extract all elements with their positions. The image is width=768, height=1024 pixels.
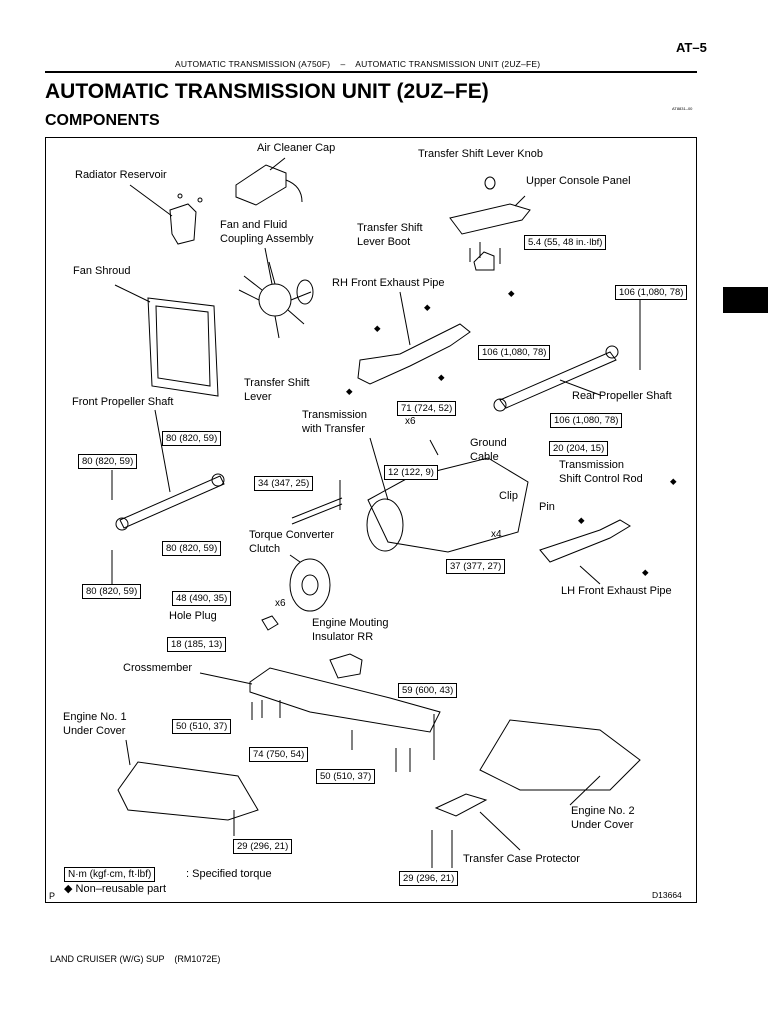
- torque-box: 106 (1,080, 78): [615, 285, 688, 300]
- torque-box: 71 (724, 52): [397, 401, 457, 416]
- label-lh-exhaust: LH Front Exhaust Pipe: [561, 585, 672, 597]
- torque-box: 12 (122, 9): [384, 465, 438, 480]
- hole-plug-drawing: [261, 615, 279, 631]
- multiplier-label: x6: [275, 598, 286, 609]
- torque-box: 48 (490, 35): [172, 591, 232, 606]
- label-upper-console: Upper Console Panel: [526, 175, 631, 187]
- label-radiator-reservoir: Radiator Reservoir: [75, 169, 167, 181]
- corner-marker: P: [49, 891, 56, 901]
- crossmember-drawing: [199, 667, 441, 733]
- section-subtitle: COMPONENTS: [45, 112, 160, 129]
- engine-cover-2-drawing: [479, 719, 641, 806]
- label-front-prop: Front Propeller Shaft: [72, 396, 174, 408]
- legend-unit-text: : Specified torque: [186, 868, 272, 880]
- page-footer: LAND CRUISER (W/G) SUP (RM1072E): [50, 954, 221, 964]
- transfer-lever-drawing: [291, 480, 343, 525]
- nonreusable-marker: ◆: [346, 386, 353, 396]
- torque-box: 106 (1,080, 78): [550, 413, 623, 428]
- nonreusable-marker: ◆: [438, 372, 445, 382]
- legend-unit-box: N·m (kgf·cm, ft·lbf): [64, 867, 156, 882]
- torque-box: 34 (347, 25): [254, 476, 314, 491]
- nonreusable-marker: ◆: [374, 323, 381, 333]
- torque-box: 80 (820, 59): [78, 454, 138, 469]
- air-cleaner-cap-drawing: [235, 157, 303, 206]
- running-header: AUTOMATIC TRANSMISSION (A750F) – AUTOMAT…: [175, 59, 541, 69]
- label-engine-cover-1: Engine No. 1 Under Cover: [63, 711, 127, 737]
- label-engine-insulator: Engine Mouting Insulator RR: [312, 617, 389, 643]
- torque-box: 80 (820, 59): [82, 584, 142, 599]
- transfer-protector-drawing: [431, 793, 521, 868]
- rear-prop-shaft-drawing: [493, 300, 641, 412]
- engine-cover-1-drawing: [117, 739, 259, 821]
- label-torque-converter: Torque Converter Clutch: [249, 529, 334, 555]
- bolt-stack-drawing: [233, 700, 435, 836]
- front-prop-shaft-drawing: [111, 409, 225, 585]
- torque-box: 80 (820, 59): [162, 541, 222, 556]
- nonreusable-marker: ◆: [670, 476, 677, 486]
- label-control-rod: Transmission Shift Control Rod: [559, 459, 643, 485]
- diagram-frame: [45, 137, 697, 903]
- label-clip: Clip: [499, 490, 518, 502]
- fan-drawing: [238, 247, 314, 339]
- fan-shroud-drawing: [114, 284, 219, 397]
- torque-box: 29 (296, 21): [233, 839, 293, 854]
- insulator-drawing: [329, 653, 363, 679]
- label-rh-exhaust: RH Front Exhaust Pipe: [332, 277, 445, 289]
- header-rule: [45, 71, 697, 73]
- label-crossmember: Crossmember: [123, 662, 193, 674]
- page-number: AT–5: [676, 40, 707, 55]
- torque-box: 5.4 (55, 48 in.·lbf): [524, 235, 607, 250]
- torque-box: 80 (820, 59): [162, 431, 222, 446]
- label-rear-prop: Rear Propeller Shaft: [572, 390, 672, 402]
- label-fan-coupling: Fan and Fluid Coupling Assembly: [220, 219, 314, 245]
- torque-box: 106 (1,080, 78): [478, 345, 551, 360]
- label-ground-cable: Ground Cable: [470, 437, 507, 463]
- legend-nonreusable: ◆ Non–reusable part: [64, 883, 167, 895]
- rh-exhaust-drawing: [357, 291, 471, 385]
- page-title: AUTOMATIC TRANSMISSION UNIT (2UZ–FE): [45, 80, 489, 103]
- torque-box: 50 (510, 37): [316, 769, 376, 784]
- label-transfer-lever: Transfer Shift Lever: [244, 377, 310, 403]
- nonreusable-marker: ◆: [424, 302, 431, 312]
- torque-box: 59 (600, 43): [398, 683, 458, 698]
- radiator-reservoir-drawing: [129, 184, 203, 245]
- label-engine-cover-2: Engine No. 2 Under Cover: [571, 805, 635, 831]
- label-hole-plug: Hole Plug: [169, 610, 217, 622]
- torque-box: 18 (185, 13): [167, 637, 227, 652]
- nonreusable-marker: ◆: [578, 515, 585, 525]
- multiplier-label: x6: [405, 416, 416, 427]
- label-transfer-boot: Transfer Shift Lever Boot: [357, 222, 423, 248]
- torque-box: 50 (510, 37): [172, 719, 232, 734]
- nonreusable-marker: ◆: [642, 567, 649, 577]
- torque-converter-drawing: [289, 554, 331, 612]
- torque-box: 74 (750, 54): [249, 747, 309, 762]
- console-drawing: [449, 176, 531, 271]
- drawing-id: D13664: [652, 890, 682, 900]
- torque-box: 37 (377, 27): [446, 559, 506, 574]
- label-air-cleaner-cap: Air Cleaner Cap: [257, 142, 336, 154]
- label-fan-shroud: Fan Shroud: [73, 265, 131, 277]
- torque-box: 29 (296, 21): [399, 871, 459, 886]
- label-pin: Pin: [539, 501, 555, 513]
- lh-exhaust-drawing: [539, 519, 631, 585]
- label-transfer-protector: Transfer Case Protector: [463, 853, 580, 865]
- figure-code: AT8831–00: [672, 106, 693, 111]
- label-transfer-knob: Transfer Shift Lever Knob: [418, 148, 543, 160]
- section-tab-marker: [723, 287, 768, 313]
- torque-box: 20 (204, 15): [549, 441, 609, 456]
- nonreusable-marker: ◆: [508, 288, 515, 298]
- multiplier-label: x4: [491, 529, 502, 540]
- label-transmission: Transmission with Transfer: [302, 409, 367, 435]
